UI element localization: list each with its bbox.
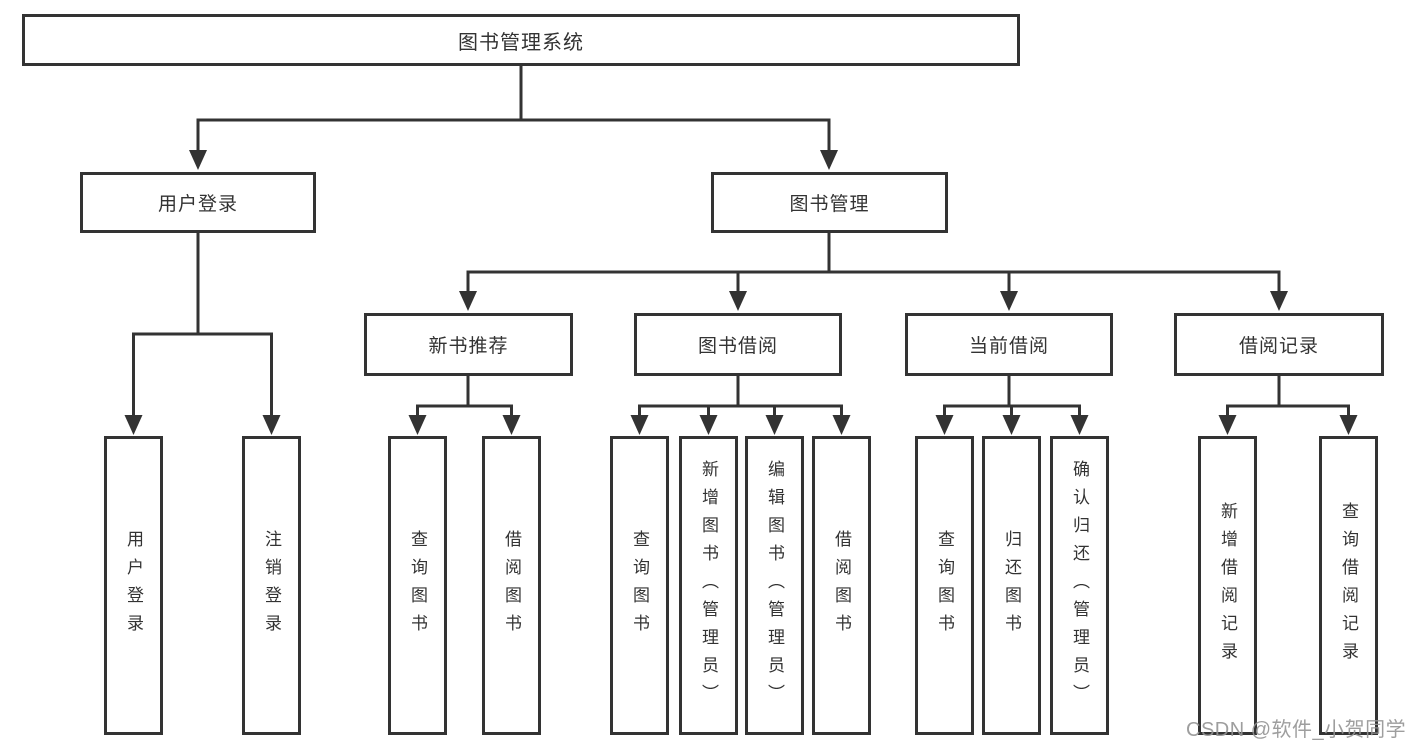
leaf-edit-books-admin: 编辑图书（管理员） [745, 436, 804, 735]
leaf-label: 查询图书 [935, 529, 954, 642]
leaf-label: 新增借阅记录 [1218, 501, 1237, 670]
node-current-borrow: 当前借阅 [905, 313, 1113, 376]
arrowheads [124, 150, 1358, 435]
tree-edges [132, 66, 1350, 419]
node-user-login: 用户登录 [80, 172, 316, 233]
node-new-book-recommend: 新书推荐 [364, 313, 573, 376]
leaf-label: 注销登录 [262, 529, 281, 642]
leaf-add-borrow-record: 新增借阅记录 [1198, 436, 1257, 735]
leaf-label: 归还图书 [1002, 529, 1021, 642]
csdn-watermark: CSDN @软件_小贺同学 [1186, 719, 1405, 741]
leaf-borrow-books: 借阅图书 [812, 436, 871, 735]
leaf-label: 借阅图书 [832, 529, 851, 642]
leaf-confirm-return-admin: 确认归还（管理员） [1050, 436, 1109, 735]
leaf-label: 借阅图书 [502, 529, 521, 642]
leaf-label: 查询图书 [630, 529, 649, 642]
leaf-borrow-books-recommend: 借阅图书 [482, 436, 541, 735]
leaf-label: 新增图书（管理员） [699, 459, 718, 712]
leaf-query-books-current: 查询图书 [915, 436, 974, 735]
leaf-label: 编辑图书（管理员） [765, 459, 784, 712]
leaf-label: 查询图书 [408, 529, 427, 642]
node-book-borrow: 图书借阅 [634, 313, 842, 376]
leaf-add-books-admin: 新增图书（管理员） [679, 436, 738, 735]
leaf-label: 确认归还（管理员） [1070, 459, 1089, 712]
node-library-management-system: 图书管理系统 [22, 14, 1020, 66]
leaf-label: 用户登录 [124, 529, 143, 642]
leaf-query-borrow-record: 查询借阅记录 [1319, 436, 1378, 735]
leaf-user-login: 用户登录 [104, 436, 163, 735]
leaf-query-books-borrow: 查询图书 [610, 436, 669, 735]
leaf-return-books: 归还图书 [982, 436, 1041, 735]
leaf-label: 查询借阅记录 [1339, 501, 1358, 670]
leaf-query-books-recommend: 查询图书 [388, 436, 447, 735]
node-borrow-records: 借阅记录 [1174, 313, 1384, 376]
leaf-logout: 注销登录 [242, 436, 301, 735]
node-book-management: 图书管理 [711, 172, 948, 233]
